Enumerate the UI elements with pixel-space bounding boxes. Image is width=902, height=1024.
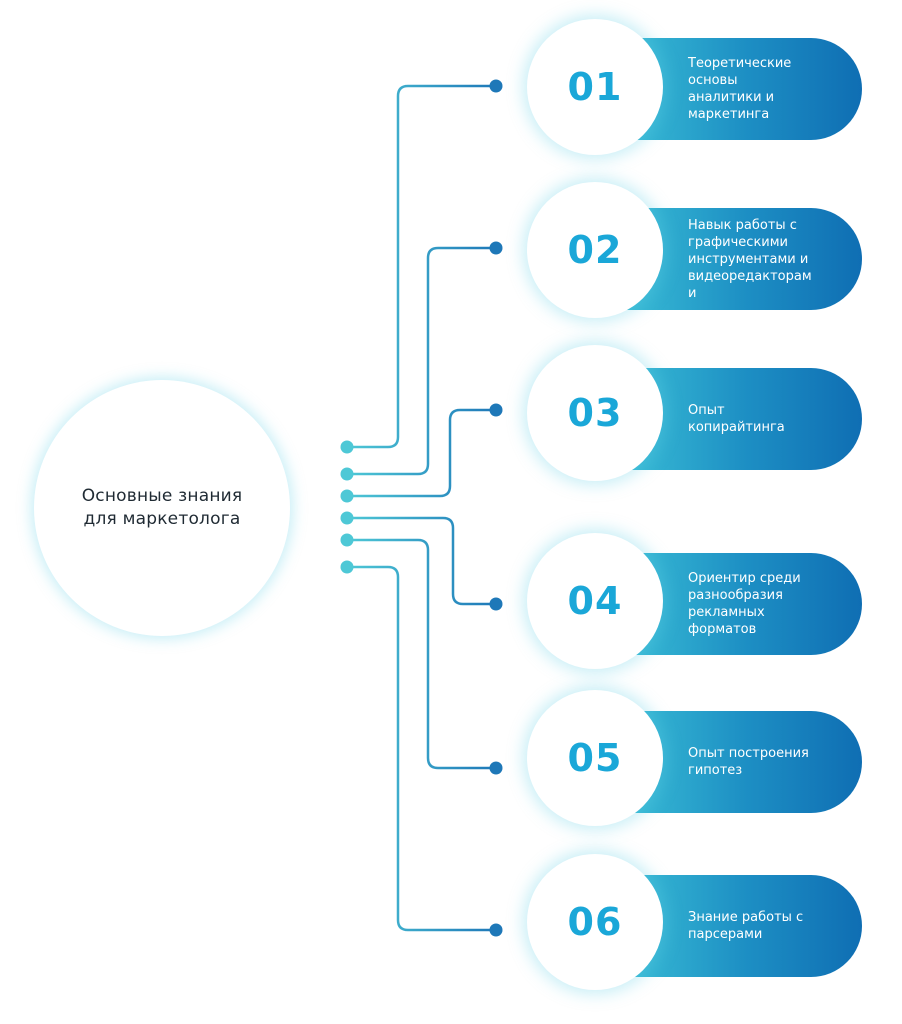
item-04-badge: 04 <box>527 533 663 669</box>
item-05-number: 05 <box>567 736 623 780</box>
item-01-text: Теоретические основы аналитики и маркети… <box>688 56 792 122</box>
connector-line-4 <box>347 516 496 606</box>
item-05-badge: 05 <box>527 690 663 826</box>
connector-line-2 <box>347 246 496 476</box>
item-06-text: Знание работы с парсерами <box>688 910 804 942</box>
connector-start-dot-4 <box>340 511 354 525</box>
item-05-text: Опыт построения гипотез <box>688 746 809 778</box>
item-01-badge: 01 <box>527 19 663 155</box>
connector-line-5 <box>347 538 496 770</box>
item-03-badge: 03 <box>527 345 663 481</box>
item-06-badge: 06 <box>527 854 663 990</box>
item-01-number: 01 <box>567 65 623 109</box>
connector-start-dot-6 <box>340 560 354 574</box>
connector-end-dot-2 <box>489 241 503 255</box>
item-02-number: 02 <box>567 228 623 272</box>
item-04-text: Ориентир среди разнообразия рекламных фо… <box>688 571 801 637</box>
item-02-text: Навык работы с графическими инструментам… <box>688 217 812 301</box>
connector-end-dot-6 <box>489 923 503 937</box>
connector-end-dot-3 <box>489 403 503 417</box>
connector-line-3 <box>347 408 496 498</box>
item-04-number: 04 <box>567 579 623 623</box>
item-02-badge: 02 <box>527 182 663 318</box>
connector-line-6 <box>347 565 496 932</box>
item-06-number: 06 <box>567 900 623 944</box>
connector-end-dot-4 <box>489 597 503 611</box>
connector-start-dot-5 <box>340 533 354 547</box>
connector-start-dot-3 <box>340 489 354 503</box>
item-03-text: Опыт копирайтинга <box>688 403 785 435</box>
item-03-number: 03 <box>567 391 623 435</box>
connector-start-dot-1 <box>340 440 354 454</box>
connector-end-dot-5 <box>489 761 503 775</box>
center-circle: Основные знания для маркетолога <box>34 380 290 636</box>
connector-end-dot-1 <box>489 79 503 93</box>
connector-line-1 <box>347 84 496 449</box>
center-label: Основные знания для маркетолога <box>81 486 243 529</box>
connector-start-dot-2 <box>340 467 354 481</box>
